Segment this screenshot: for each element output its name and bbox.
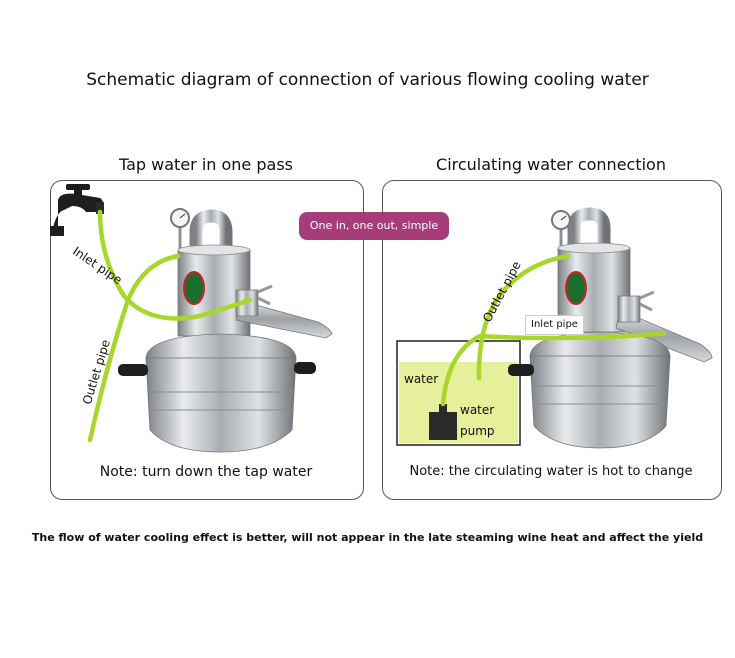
right-inlet-hose (440, 331, 667, 407)
right-note: Note: the circulating water is hot to ch… (409, 464, 693, 479)
left-outlet-hose (87, 253, 181, 443)
water-pump-icon (429, 404, 457, 440)
distiller-pot-icon (118, 208, 333, 453)
left-panel-title: Tap water in one pass (118, 155, 293, 174)
pressure-gauge-icon (170, 208, 190, 250)
callout-badge: One in, one out, simple (299, 212, 449, 240)
pump-label-top: water (460, 403, 495, 417)
right-inlet-pipe-label: Inlet pipe (525, 315, 584, 335)
right-outlet-hose (476, 253, 571, 381)
pressure-gauge-icon (551, 210, 571, 248)
right-panel-title: Circulating water connection (436, 155, 666, 174)
water-label: water (404, 372, 439, 386)
pump-label-bottom: pump (460, 424, 495, 438)
left-inlet-hose (97, 209, 253, 321)
left-note: Note: turn down the tap water (99, 464, 313, 480)
footer-caption: The flow of water cooling effect is bett… (31, 531, 704, 544)
water-faucet-icon (50, 184, 104, 236)
page-title: Schematic diagram of connection of vario… (86, 70, 649, 90)
